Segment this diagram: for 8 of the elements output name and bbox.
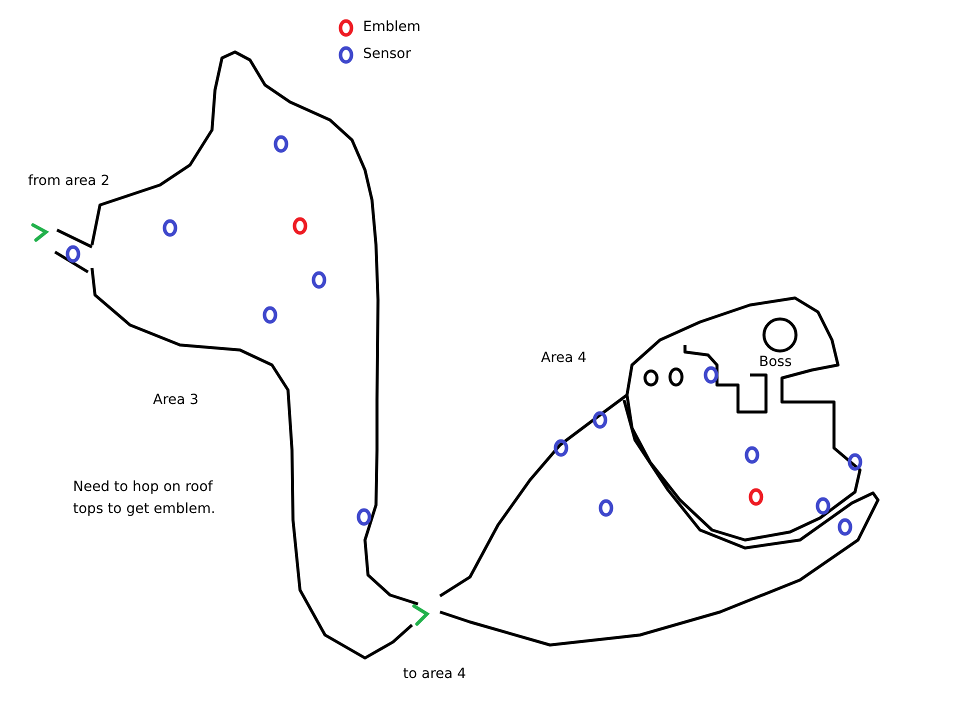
area-label: Area 4 <box>541 349 587 367</box>
boss-label: Boss <box>759 353 792 371</box>
area-label: Area 3 <box>153 391 199 409</box>
legend-label: Emblem <box>363 18 421 36</box>
note: Need to hop on roof tops to get emblem. <box>73 478 216 519</box>
legend-label: Sensor <box>363 45 411 63</box>
entrance-label: from area 2 <box>28 172 110 190</box>
exit-label: to area 4 <box>403 665 466 683</box>
